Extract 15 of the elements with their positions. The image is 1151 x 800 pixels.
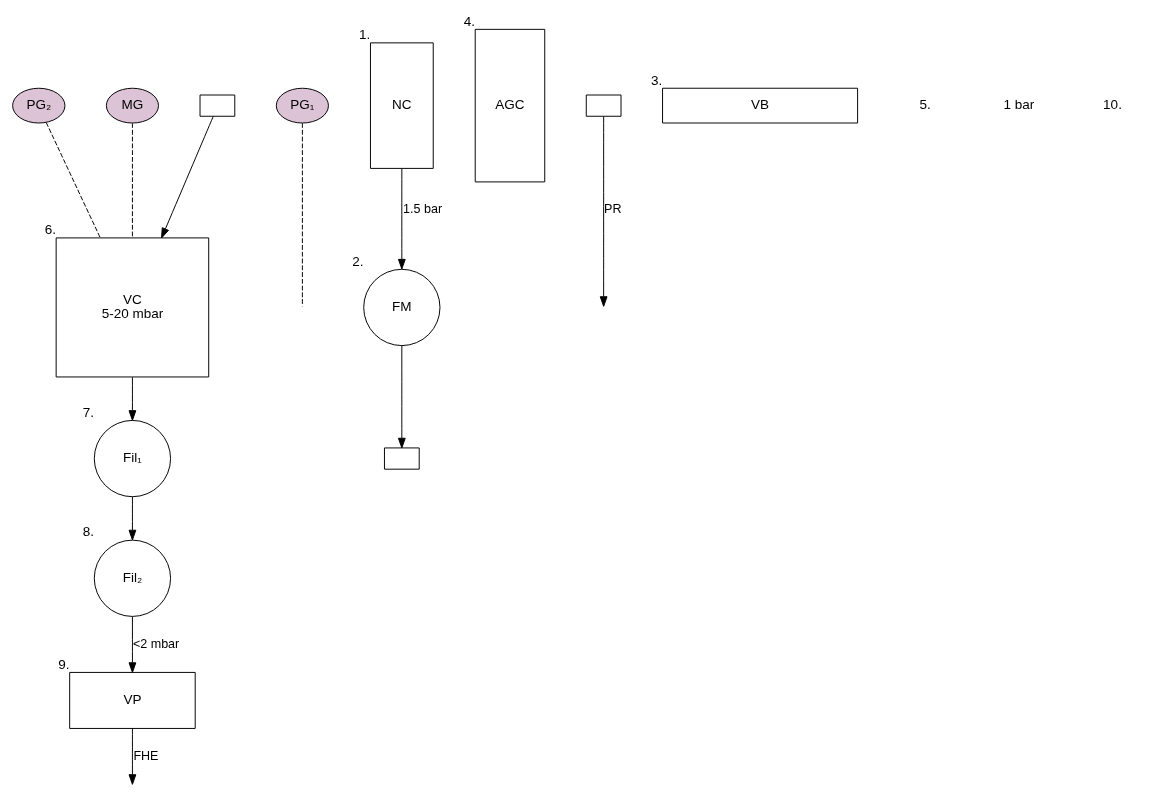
label: 1 bar <box>1003 97 1035 113</box>
node-label: 4. <box>463 13 476 29</box>
edge-label: FHE <box>133 748 159 763</box>
node-label: 2. <box>352 253 364 269</box>
label: 5. <box>919 97 931 113</box>
node-label: 1. <box>359 27 371 43</box>
node-label: 6. <box>44 222 56 238</box>
label: 10. <box>1103 97 1122 113</box>
node-label: 7. <box>82 404 95 420</box>
edge-label: PR <box>604 202 622 217</box>
edge-label: 1.5 bar <box>403 202 443 217</box>
edge-label: <2 mbar <box>132 636 180 651</box>
node-label: 9. <box>58 656 70 672</box>
node-label: 8. <box>82 524 95 540</box>
node-label: 3. <box>651 72 663 88</box>
